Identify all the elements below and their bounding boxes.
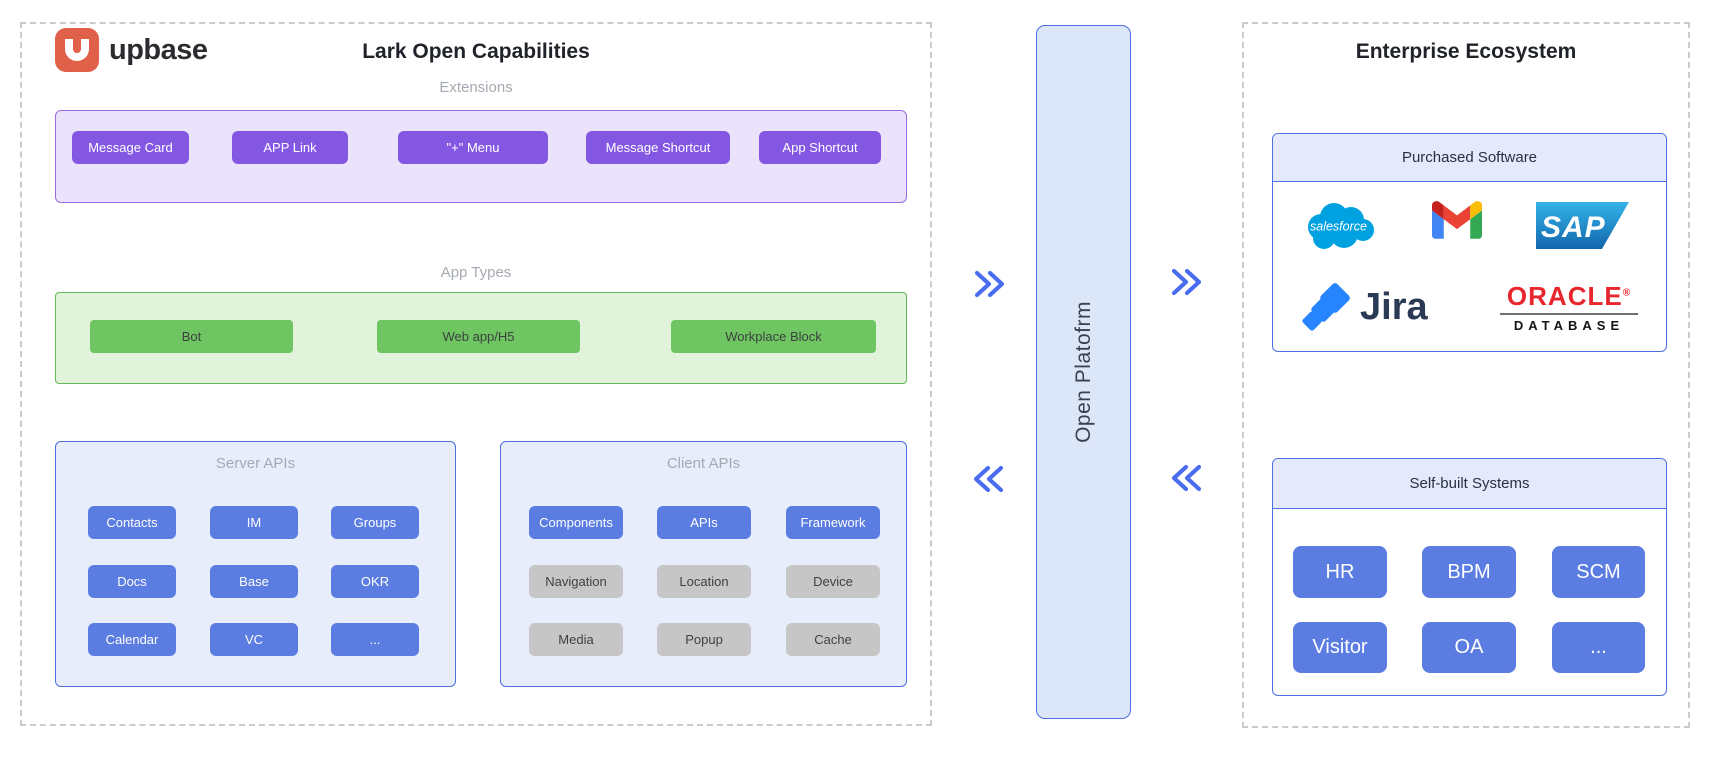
double-chevron-right-icon (1171, 268, 1202, 296)
chip-contacts: Contacts (88, 506, 176, 539)
salesforce-wordmark: salesforce (1310, 220, 1367, 234)
chip-im: IM (210, 506, 298, 539)
brand-wordmark: upbase (109, 33, 208, 66)
self-built-systems-header: Self-built Systems (1273, 459, 1666, 509)
oracle-database-logo: ORACLE® DATABASE (1498, 282, 1640, 333)
chip-framework: Framework (786, 506, 880, 539)
chip-base: Base (210, 565, 298, 598)
server-apis-label: Server APIs (215, 455, 296, 472)
double-chevron-left-icon (973, 465, 1004, 493)
chip-navigation: Navigation (529, 565, 623, 598)
purchased-software-header: Purchased Software (1273, 134, 1666, 182)
oracle-text: ORACLE (1506, 281, 1623, 311)
jira-wordmark: Jira (1360, 285, 1428, 328)
chip-vc: VC (210, 623, 298, 656)
oracle-wordmark: ORACLE® (1498, 282, 1640, 311)
double-chevron-left-icon (1171, 464, 1202, 492)
left-panel-title: Lark Open Capabilities (362, 40, 590, 63)
upbase-u-icon (55, 28, 99, 72)
sap-wedge-logo: SAP (1536, 202, 1629, 249)
chip-okr: OKR (331, 565, 419, 598)
chip-location: Location (657, 565, 751, 598)
chip-message-shortcut: Message Shortcut (586, 131, 730, 164)
open-platform-bar: Open Platofrm (1036, 25, 1131, 719)
chip-bpm: BPM (1422, 546, 1516, 598)
chip-app-shortcut: App Shortcut (759, 131, 881, 164)
chip-workplace-block: Workplace Block (671, 320, 876, 353)
chip-oa: OA (1422, 622, 1516, 673)
upbase-logo: upbase (55, 28, 208, 72)
chip-visitor: Visitor (1293, 622, 1387, 673)
oracle-registered-mark: ® (1622, 287, 1632, 299)
chip-docs: Docs (88, 565, 176, 598)
double-chevron-right-icon (974, 270, 1005, 298)
chip-media: Media (529, 623, 623, 656)
chip-calendar: Calendar (88, 623, 176, 656)
chip-app-link: APP Link (232, 131, 348, 164)
chip-cache: Cache (786, 623, 880, 656)
oracle-divider (1500, 312, 1638, 315)
chip-message-card: Message Card (72, 131, 189, 164)
chip-components: Components (529, 506, 623, 539)
chip-server-more: ... (331, 623, 419, 656)
client-apis-label: Client APIs (666, 455, 741, 472)
jira-mark-icon (1302, 283, 1350, 331)
extensions-label: Extensions (439, 79, 513, 96)
sap-wordmark: SAP (1541, 211, 1606, 244)
salesforce-cloud-icon: salesforce (1308, 203, 1374, 249)
right-panel-title: Enterprise Ecosystem (1355, 40, 1577, 63)
chip-device: Device (786, 565, 880, 598)
chip-web-app-h5: Web app/H5 (377, 320, 580, 353)
app-types-label: App Types (440, 264, 512, 281)
gmail-m-icon (1432, 201, 1482, 239)
chip-self-built-more: ... (1552, 622, 1645, 673)
oracle-database-text: DATABASE (1513, 317, 1625, 333)
chip-hr: HR (1293, 546, 1387, 598)
chip-scm: SCM (1552, 546, 1645, 598)
chip-popup: Popup (657, 623, 751, 656)
chip-groups: Groups (331, 506, 419, 539)
chip-plus-menu: "+" Menu (398, 131, 548, 164)
chip-apis: APIs (657, 506, 751, 539)
jira-logo: Jira (1300, 281, 1428, 333)
chip-bot: Bot (90, 320, 293, 353)
open-platform-label: Open Platofrm (1071, 301, 1095, 443)
